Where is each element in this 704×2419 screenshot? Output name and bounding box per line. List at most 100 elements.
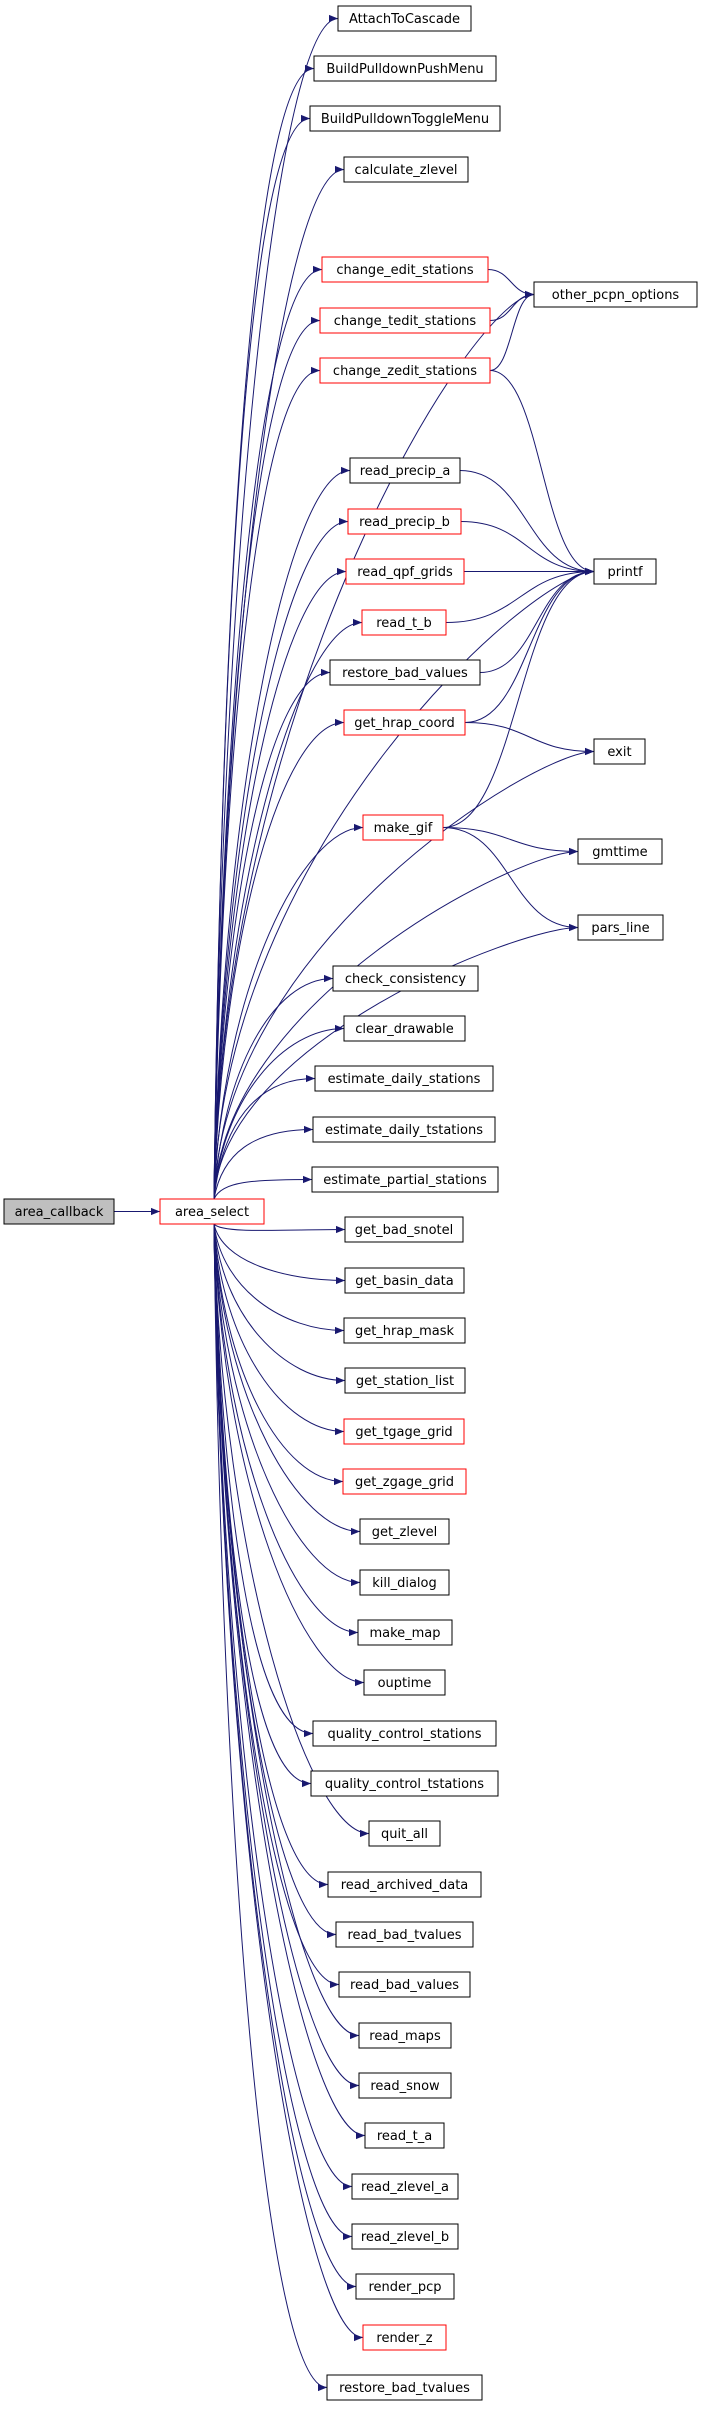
node-box-get_hrap_mask bbox=[343, 1317, 466, 1344]
node-read_precip_b[interactable]: read_precip_b bbox=[347, 508, 462, 535]
node-change_zedit_stations[interactable]: change_zedit_stations bbox=[319, 357, 491, 384]
node-label-read_qpf_grids: read_qpf_grids bbox=[357, 565, 453, 580]
node-box-quality_control_tstations bbox=[310, 1770, 499, 1797]
edge-read_precip_a-to-printf bbox=[459, 470, 595, 576]
node-label-read_precip_b: read_precip_b bbox=[359, 515, 450, 530]
node-quality_control_tstations[interactable]: quality_control_tstations bbox=[310, 1770, 499, 1797]
node-other_pcpn_options[interactable]: other_pcpn_options bbox=[533, 281, 698, 308]
node-check_consistency[interactable]: check_consistency bbox=[332, 965, 479, 992]
node-label-render_z: render_z bbox=[376, 2331, 432, 2346]
node-estimate_daily_stations[interactable]: estimate_daily_stations bbox=[314, 1065, 494, 1092]
node-read_t_b[interactable]: read_t_b bbox=[361, 609, 447, 636]
node-box-get_zlevel bbox=[359, 1518, 450, 1545]
node-label-get_zlevel: get_zlevel bbox=[372, 1525, 438, 1540]
edge-area_select-to-get_hrap_mask bbox=[213, 1223, 345, 1335]
edge-area_select-to-get_hrap_coord bbox=[213, 718, 345, 1200]
node-BuildPulldownPushMenu[interactable]: BuildPulldownPushMenu bbox=[313, 55, 497, 82]
node-box-gmttime bbox=[577, 838, 663, 865]
node-kill_dialog[interactable]: kill_dialog bbox=[359, 1569, 450, 1596]
node-box-get_bad_snotel bbox=[344, 1216, 464, 1243]
node-label-kill_dialog: kill_dialog bbox=[372, 1576, 437, 1591]
node-box-render_z bbox=[362, 2324, 447, 2351]
node-label-restore_bad_values: restore_bad_values bbox=[342, 666, 468, 681]
node-gmttime[interactable]: gmttime bbox=[577, 838, 663, 865]
node-get_zgage_grid[interactable]: get_zgage_grid bbox=[342, 1468, 467, 1495]
node-change_tedit_stations[interactable]: change_tedit_stations bbox=[319, 307, 491, 334]
node-box-get_hrap_coord bbox=[343, 709, 466, 736]
node-estimate_daily_tstations[interactable]: estimate_daily_tstations bbox=[312, 1116, 496, 1143]
node-area_select[interactable]: area_select bbox=[159, 1198, 265, 1225]
node-read_t_a[interactable]: read_t_a bbox=[364, 2122, 445, 2149]
node-render_z[interactable]: render_z bbox=[362, 2324, 447, 2351]
node-box-estimate_daily_stations bbox=[314, 1065, 494, 1092]
node-get_basin_data[interactable]: get_basin_data bbox=[344, 1267, 465, 1294]
node-get_bad_snotel[interactable]: get_bad_snotel bbox=[344, 1216, 464, 1243]
edge-make_gif-to-pars_line bbox=[442, 827, 579, 932]
node-read_qpf_grids[interactable]: read_qpf_grids bbox=[345, 558, 465, 585]
node-AttachToCascade[interactable]: AttachToCascade bbox=[337, 5, 472, 32]
node-restore_bad_tvalues[interactable]: restore_bad_tvalues bbox=[326, 2374, 483, 2401]
node-box-read_qpf_grids bbox=[345, 558, 465, 585]
node-get_hrap_coord[interactable]: get_hrap_coord bbox=[343, 709, 466, 736]
node-label-quality_control_tstations: quality_control_tstations bbox=[325, 1777, 484, 1792]
node-estimate_partial_stations[interactable]: estimate_partial_stations bbox=[311, 1166, 499, 1193]
node-box-BuildPulldownPushMenu bbox=[313, 55, 497, 82]
node-ouptime[interactable]: ouptime bbox=[363, 1669, 446, 1696]
node-exit[interactable]: exit bbox=[593, 738, 646, 765]
node-clear_drawable[interactable]: clear_drawable bbox=[343, 1015, 466, 1042]
node-render_pcp[interactable]: render_pcp bbox=[355, 2273, 455, 2300]
node-label-quit_all: quit_all bbox=[381, 1827, 428, 1842]
node-read_zlevel_b[interactable]: read_zlevel_b bbox=[351, 2223, 459, 2250]
edge-area_select-to-AttachToCascade bbox=[213, 14, 339, 1200]
node-box-read_zlevel_b bbox=[351, 2223, 459, 2250]
node-restore_bad_values[interactable]: restore_bad_values bbox=[329, 659, 481, 686]
edge-area_select-to-exit bbox=[213, 747, 595, 1200]
edge-area_select-to-read_zlevel_a bbox=[213, 1223, 353, 2191]
edge-area_select-to-read_bad_values bbox=[213, 1223, 340, 1989]
node-make_map[interactable]: make_map bbox=[357, 1619, 453, 1646]
node-calculate_zlevel[interactable]: calculate_zlevel bbox=[343, 156, 469, 183]
node-get_station_list[interactable]: get_station_list bbox=[344, 1367, 466, 1394]
edge-area_select-to-gmttime bbox=[213, 847, 579, 1200]
node-label-read_snow: read_snow bbox=[370, 2079, 440, 2094]
edge-area_select-to-get_station_list bbox=[213, 1223, 346, 1385]
node-read_bad_tvalues[interactable]: read_bad_tvalues bbox=[335, 1921, 474, 1948]
node-get_hrap_mask[interactable]: get_hrap_mask bbox=[343, 1317, 466, 1344]
node-quit_all[interactable]: quit_all bbox=[368, 1820, 441, 1847]
node-box-get_tgage_grid bbox=[343, 1418, 465, 1445]
edge-area_select-to-estimate_daily_stations bbox=[213, 1074, 316, 1200]
node-read_zlevel_a[interactable]: read_zlevel_a bbox=[351, 2173, 459, 2200]
node-read_bad_values[interactable]: read_bad_values bbox=[338, 1971, 471, 1998]
node-box-read_t_a bbox=[364, 2122, 445, 2149]
node-area_callback[interactable]: area_callback bbox=[3, 1198, 115, 1225]
edge-area_select-to-get_zlevel bbox=[213, 1223, 361, 1536]
node-box-read_t_b bbox=[361, 609, 447, 636]
node-read_snow[interactable]: read_snow bbox=[358, 2072, 452, 2099]
node-printf[interactable]: printf bbox=[593, 558, 657, 585]
edge-area_select-to-estimate_daily_tstations bbox=[213, 1125, 314, 1200]
node-read_precip_a[interactable]: read_precip_a bbox=[349, 457, 461, 484]
node-quality_control_stations[interactable]: quality_control_stations bbox=[312, 1720, 497, 1747]
node-read_archived_data[interactable]: read_archived_data bbox=[327, 1871, 482, 1898]
node-label-get_bad_snotel: get_bad_snotel bbox=[355, 1223, 454, 1238]
node-box-render_pcp bbox=[355, 2273, 455, 2300]
node-box-make_gif bbox=[362, 814, 444, 841]
node-box-change_zedit_stations bbox=[319, 357, 491, 384]
edge-get_hrap_coord-to-exit bbox=[464, 722, 595, 756]
node-make_gif[interactable]: make_gif bbox=[362, 814, 444, 841]
node-read_maps[interactable]: read_maps bbox=[358, 2022, 452, 2049]
node-get_tgage_grid[interactable]: get_tgage_grid bbox=[343, 1418, 465, 1445]
node-label-estimate_daily_stations: estimate_daily_stations bbox=[328, 1072, 481, 1087]
node-box-clear_drawable bbox=[343, 1015, 466, 1042]
node-BuildPulldownToggleMenu[interactable]: BuildPulldownToggleMenu bbox=[309, 105, 501, 132]
node-box-AttachToCascade bbox=[337, 5, 472, 32]
node-get_zlevel[interactable]: get_zlevel bbox=[359, 1518, 450, 1545]
edge-area_select-to-pars_line bbox=[213, 923, 579, 1200]
node-label-read_zlevel_a: read_zlevel_a bbox=[361, 2180, 449, 2195]
node-label-area_select: area_select bbox=[175, 1205, 249, 1220]
node-pars_line[interactable]: pars_line bbox=[577, 914, 664, 941]
node-label-read_precip_a: read_precip_a bbox=[360, 464, 451, 479]
edge-area_select-to-read_maps bbox=[213, 1223, 360, 2040]
node-change_edit_stations[interactable]: change_edit_stations bbox=[321, 256, 489, 283]
node-label-clear_drawable: clear_drawable bbox=[355, 1022, 454, 1037]
